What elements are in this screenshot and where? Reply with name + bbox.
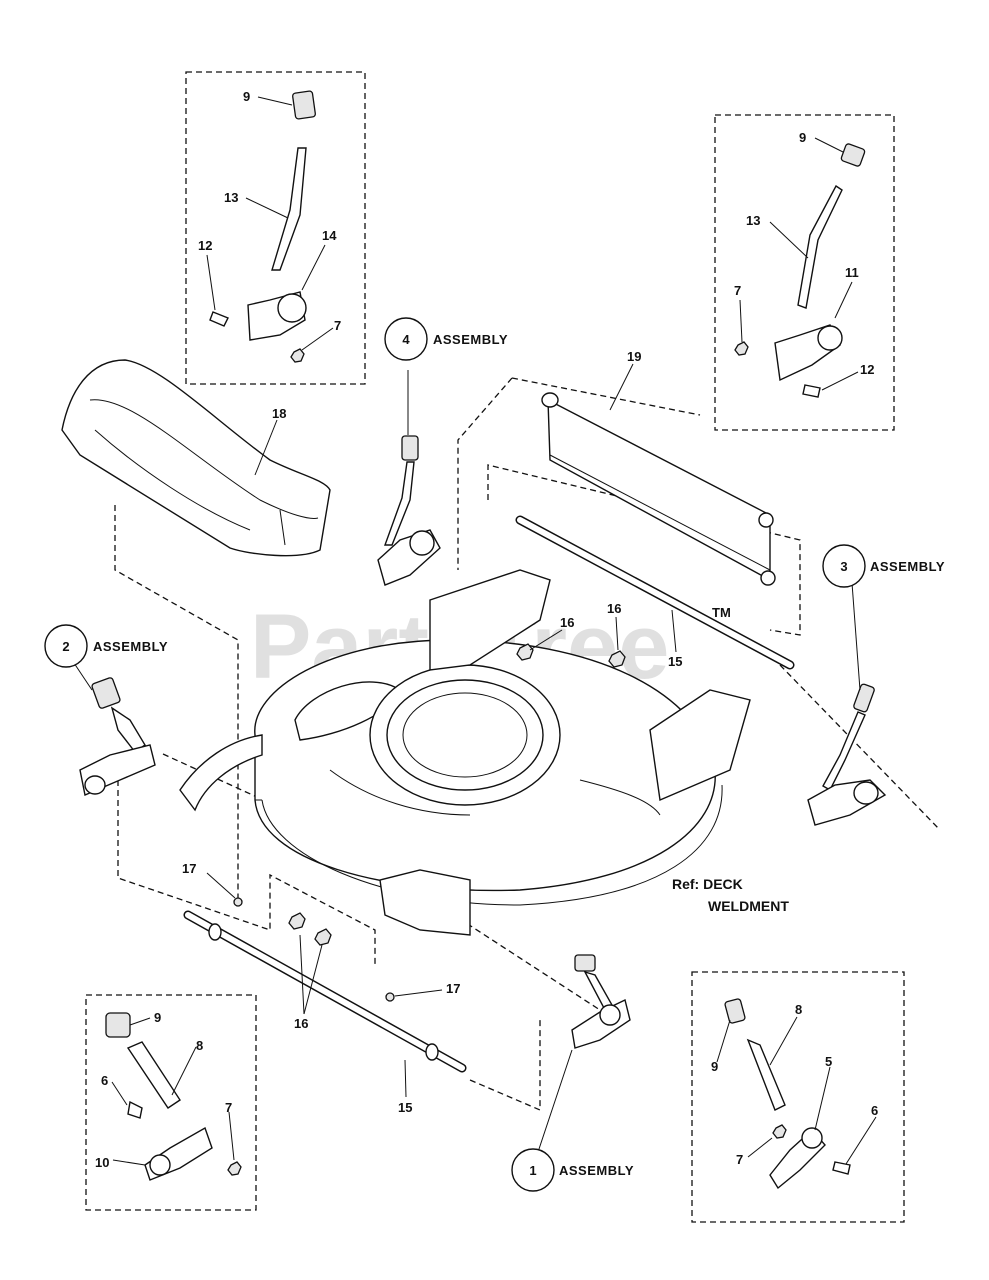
assembly-number: 1 [529, 1163, 536, 1178]
part-callouts: 9 13 12 14 7 9 13 7 11 12 9 8 6 7 10 8 9… [95, 89, 878, 1170]
flap-part-19 [541, 392, 776, 586]
screw-17 [233, 897, 243, 907]
nut-16 [288, 912, 306, 930]
callout-9: 9 [243, 89, 250, 104]
reference-line-2: WELDMENT [708, 898, 789, 914]
assembly-label: ASSEMBLY [870, 559, 945, 574]
callout-12: 12 [198, 238, 212, 253]
callout-19: 19 [627, 349, 641, 364]
height-adjuster-top-left [209, 90, 316, 363]
assembly-box-bottom-right [691, 971, 905, 1223]
reference-line-1: Ref: DECK [672, 876, 743, 892]
watermark-trademark: TM [712, 605, 731, 620]
assembly-callout-4: 4 ASSEMBLY [384, 317, 508, 361]
callout-13: 13 [746, 213, 760, 228]
callout-9: 9 [799, 130, 806, 145]
rear-cover-part-18 [61, 359, 331, 557]
height-adjuster-assembly-2 [79, 677, 156, 796]
height-adjuster-assembly-3 [807, 683, 887, 826]
callout-14: 14 [322, 228, 337, 243]
callout-12: 12 [860, 362, 874, 377]
callout-9: 9 [154, 1010, 161, 1025]
callout-5: 5 [825, 1054, 832, 1069]
callout-16: 16 [560, 615, 574, 630]
assembly-box-top-right [714, 114, 895, 431]
callout-8: 8 [795, 1002, 802, 1017]
callout-11: 11 [845, 265, 859, 280]
axle-lower-part-15 [183, 910, 467, 1073]
mower-deck [179, 569, 751, 936]
callout-16: 16 [294, 1016, 308, 1031]
assembly-label: ASSEMBLY [93, 639, 168, 654]
assembly-number: 2 [62, 639, 69, 654]
callout-7: 7 [225, 1100, 232, 1115]
assembly-number: 3 [840, 559, 847, 574]
height-adjuster-top-right [734, 143, 866, 398]
callout-15: 15 [668, 654, 682, 669]
callout-17: 17 [182, 861, 196, 876]
callout-6: 6 [101, 1073, 108, 1088]
callout-7: 7 [734, 283, 741, 298]
axle-upper-part-15 [515, 515, 795, 670]
height-adjuster-assembly-1 [571, 954, 631, 1049]
callout-17: 17 [446, 981, 460, 996]
callout-8: 8 [196, 1038, 203, 1053]
nut-16 [314, 928, 332, 946]
assembly-number: 4 [402, 332, 410, 347]
height-adjuster-bottom-left [105, 1012, 242, 1181]
callout-15: 15 [398, 1100, 412, 1115]
callout-7: 7 [334, 318, 341, 333]
callout-16: 16 [607, 601, 621, 616]
assembly-callout-3: 3 ASSEMBLY [822, 544, 945, 588]
nut-16 [516, 643, 534, 661]
assembly-callout-2: 2 ASSEMBLY [44, 624, 168, 668]
nut-16 [608, 650, 626, 668]
height-adjuster-assembly-4 [377, 435, 441, 586]
nuts-and-screws [233, 643, 626, 1002]
assembly-callout-1: 1 ASSEMBLY [511, 1148, 634, 1192]
reference-note: Ref: DECK WELDMENT [672, 876, 789, 914]
callout-7: 7 [736, 1152, 743, 1167]
callout-9: 9 [711, 1059, 718, 1074]
assembly-box-bottom-left [85, 994, 257, 1211]
assembly-label: ASSEMBLY [559, 1163, 634, 1178]
assembly-label: ASSEMBLY [433, 332, 508, 347]
callout-13: 13 [224, 190, 238, 205]
screw-17 [385, 992, 395, 1002]
callout-10: 10 [95, 1155, 109, 1170]
callout-18: 18 [272, 406, 286, 421]
callout-6: 6 [871, 1103, 878, 1118]
height-adjuster-bottom-right [724, 998, 851, 1190]
assembly-box-top-left [185, 71, 366, 385]
leader-lines [73, 96, 877, 1166]
